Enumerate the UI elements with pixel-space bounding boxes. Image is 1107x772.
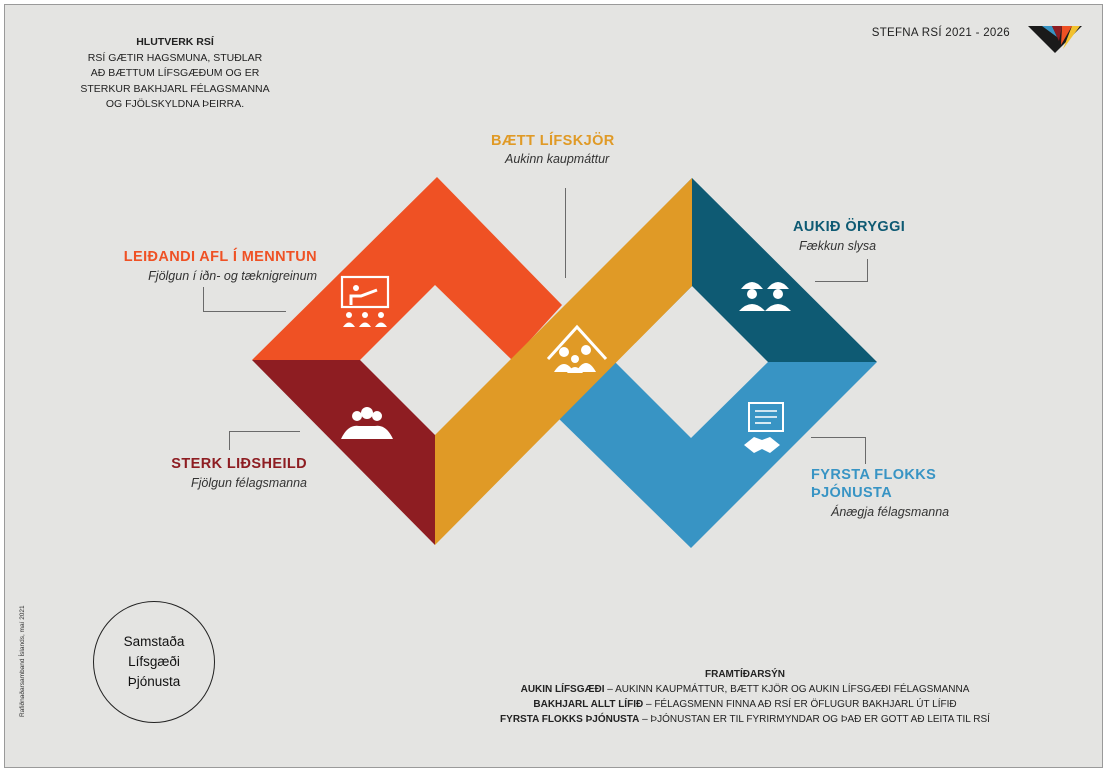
- values-circle: Samstaða Lífsgæði Þjónusta: [93, 601, 215, 723]
- value-item: Samstaða: [123, 634, 185, 649]
- leader-line: [815, 259, 868, 282]
- goal-living-subtitle: Aukinn kaupmáttur: [505, 152, 610, 166]
- living-band: [435, 178, 692, 545]
- goal-education-subtitle: Fjölgun í iðn- og tæknigreinum: [148, 269, 317, 283]
- hardhat-workers-icon: [739, 282, 791, 311]
- rsi-logo: [1028, 26, 1082, 53]
- mission-line: OG FJÖLSKYLDNA ÞEIRRA.: [105, 98, 245, 110]
- goal-education-title: LEIÐANDI AFL Í MENNTUN: [123, 249, 317, 265]
- education-band: [252, 177, 562, 360]
- vision-text: – FÉLAGSMENN FINNA AÐ RSÍ ER ÖFLUGUR BAK…: [643, 699, 957, 710]
- mission-line: STERKUR BAKHJARL FÉLAGSMANNA: [80, 82, 270, 95]
- goal-safety: AUKIÐ ÖRYGGI Fækkun slysa: [793, 219, 905, 253]
- vision-item: FYRSTA FLOKKS ÞJÓNUSTA – ÞJÓNUSTAN ER TI…: [445, 712, 1045, 727]
- leader-line: [229, 431, 300, 450]
- goal-safety-title: AUKIÐ ÖRYGGI: [793, 219, 906, 235]
- infinity-diagram: [252, 177, 877, 548]
- goal-living-title: BÆTT LÍFSKJÖR: [491, 133, 615, 149]
- goal-service: FYRSTA FLOKKS ÞJÓNUSTA Ánægja félagsmann…: [811, 467, 949, 519]
- mission-block: HLUTVERK RSÍ RSÍ GÆTIR HAGSMUNA, STUÐLAR…: [75, 35, 275, 113]
- vision-text: – AUKINN KAUPMÁTTUR, BÆTT KJÖR OG AUKIN …: [604, 684, 970, 695]
- classroom-icon: [340, 275, 390, 327]
- goal-unity-title: STERK LIÐSHEILD: [171, 456, 307, 472]
- house-family-icon: [546, 324, 608, 373]
- group-icon: [341, 407, 393, 439]
- mission-line: RSÍ GÆTIR HAGSMUNA, STUÐLAR: [87, 51, 263, 64]
- vertical-note: Rafiðnaðarsamband Íslands, maí 2021: [19, 605, 26, 717]
- mission-line: AÐ BÆTTUM LÍFSGÆÐUM OG ER: [90, 67, 260, 79]
- vision-term: BAKHJARL ALLT LÍFIÐ: [533, 699, 644, 710]
- goal-service-title-line: FYRSTA FLOKKS: [811, 467, 937, 483]
- strategy-poster: HLUTVERK RSÍ RSÍ GÆTIR HAGSMUNA, STUÐLAR…: [4, 4, 1103, 768]
- vision-block: FRAMTÍÐARSÝN AUKIN LÍFSGÆÐI – AUKINN KAU…: [445, 667, 1045, 727]
- mission-heading: HLUTVERK RSÍ: [136, 36, 214, 48]
- vision-term: AUKIN LÍFSGÆÐI: [520, 684, 605, 695]
- value-item: Lífsgæði: [128, 654, 180, 669]
- service-band: [555, 357, 877, 548]
- unity-band: [252, 360, 435, 545]
- vision-heading: FRAMTÍÐARSÝN: [705, 669, 785, 680]
- leader-line: [811, 437, 866, 464]
- goal-living: BÆTT LÍFSKJÖR Aukinn kaupmáttur: [491, 133, 615, 166]
- goal-service-subtitle: Ánægja félagsmanna: [831, 505, 950, 519]
- leader-line: [565, 188, 566, 278]
- value-item: Þjónusta: [127, 674, 181, 689]
- goal-service-title-line: ÞJÓNUSTA: [811, 485, 893, 501]
- goal-unity: STERK LIÐSHEILD Fjölgun félagsmanna: [125, 456, 307, 490]
- goal-safety-subtitle: Fækkun slysa: [799, 239, 877, 253]
- strategy-period: STEFNA RSÍ 2021 - 2026: [871, 27, 1010, 39]
- vision-text: – ÞJÓNUSTAN ER TIL FYRIRMYNDAR OG ÞAÐ ER…: [639, 714, 990, 725]
- goal-unity-subtitle: Fjölgun félagsmanna: [190, 476, 307, 490]
- vision-item: BAKHJARL ALLT LÍFIÐ – FÉLAGSMENN FINNA A…: [445, 697, 1045, 712]
- vision-item: AUKIN LÍFSGÆÐI – AUKINN KAUPMÁTTUR, BÆTT…: [445, 682, 1045, 697]
- vision-term: FYRSTA FLOKKS ÞJÓNUSTA: [500, 714, 640, 725]
- contract-handshake-icon: [744, 402, 784, 453]
- goal-education: LEIÐANDI AFL Í MENNTUN Fjölgun í iðn- og…: [65, 249, 317, 283]
- leader-line: [203, 287, 286, 312]
